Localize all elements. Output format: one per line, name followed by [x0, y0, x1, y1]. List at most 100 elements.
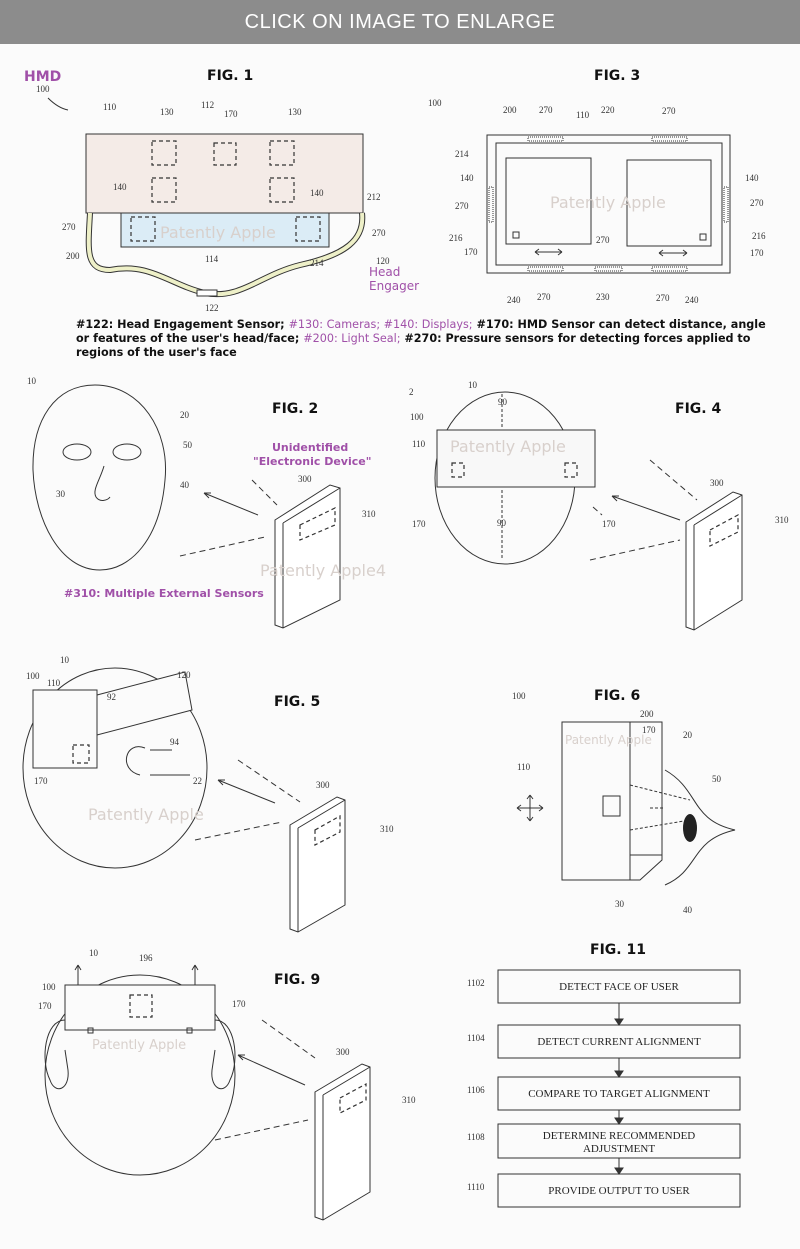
ref: 200 — [640, 709, 654, 719]
device-edge — [693, 494, 743, 630]
fig5: FIG. 5 Patently Apple 10 100 110 120 92 … — [22, 655, 394, 933]
ref: 140 — [745, 173, 759, 183]
ref: 170 — [464, 247, 478, 257]
sensor-field-line — [589, 539, 681, 561]
ref: 100 — [410, 412, 424, 422]
sensor-170 — [72, 744, 90, 764]
ref: 100 — [512, 691, 526, 701]
fig2-title: FIG. 2 — [272, 401, 318, 417]
sensor-170 — [451, 462, 465, 478]
ref: 270 — [596, 235, 610, 245]
pressure-sensors-270 — [488, 136, 729, 272]
eye-50 — [664, 769, 736, 886]
ref: 120 — [177, 670, 191, 680]
ref: 110 — [576, 110, 590, 120]
head-strap-120 — [96, 671, 193, 736]
ear-22 — [125, 746, 146, 776]
ref: 310 — [402, 1095, 416, 1105]
ref: 110 — [47, 678, 61, 688]
step-number: 1106 — [467, 1085, 485, 1095]
ref: 270 — [372, 228, 386, 238]
ref: 310 — [775, 515, 789, 525]
light-seal-inner — [495, 142, 723, 266]
sensor-170 — [699, 233, 707, 241]
ref: 170 — [224, 109, 238, 119]
ref: 300 — [336, 1047, 350, 1057]
ref: 110 — [103, 102, 117, 112]
eye — [62, 443, 92, 461]
sensor-field-line — [194, 821, 283, 841]
sensor-field-line — [261, 1019, 316, 1059]
caption-200: #200: Light Seal; — [303, 332, 401, 345]
fig4-title: FIG. 4 — [675, 401, 721, 417]
sensor-170 — [213, 142, 237, 166]
head-engagement-sensor — [196, 289, 218, 297]
direction-arrow-icon — [611, 495, 681, 521]
nose — [94, 465, 111, 501]
watermark: Patently Apple — [550, 193, 666, 212]
ref: 270 — [750, 198, 764, 208]
pressure-sensor-270 — [130, 216, 156, 242]
flow-step-1110: PROVIDE OUTPUT TO USER 1110 — [467, 1173, 741, 1208]
direction-arrow-icon — [237, 1054, 306, 1086]
display-140 — [151, 177, 177, 203]
external-sensors-310 — [709, 513, 739, 547]
sensor-170 — [602, 795, 621, 817]
ref: 230 — [596, 292, 610, 302]
caption-170: #170: HMD Sensor can detect distance, an… — [76, 318, 766, 345]
ref: 50 — [183, 440, 193, 450]
sensor-170 — [186, 1027, 193, 1034]
sensor-field — [629, 784, 691, 831]
ref: 270 — [656, 293, 670, 303]
fig2: FIG. 2 Patently Apple4 Unidentified "Ele… — [27, 376, 386, 629]
ref: 140 — [310, 188, 324, 198]
sensor-170 — [87, 1027, 94, 1034]
ref: 120 — [376, 256, 390, 266]
external-sensors-310 — [339, 1082, 367, 1114]
left-hand — [44, 1019, 69, 1090]
watermark: Patently Apple4 — [260, 561, 386, 580]
ref: 216 — [752, 231, 766, 241]
hmd-110 — [561, 721, 631, 881]
flow-step-1102: DETECT FACE OF USER 1102 — [467, 969, 741, 1004]
sensors-note: #310: Multiple External Sensors — [64, 587, 264, 600]
fig3: FIG. 3 Patently Apple 100 200 270 220 11… — [428, 68, 766, 305]
sensor-field-line — [649, 459, 698, 501]
ref: 216 — [449, 233, 463, 243]
camera-130 — [269, 140, 295, 166]
head-engager-label: Head — [369, 265, 400, 279]
ref: 10 — [27, 376, 37, 386]
ref: 300 — [710, 478, 724, 488]
ref: 240 — [507, 295, 521, 305]
camera-130 — [151, 140, 177, 166]
step-text: DETECT FACE OF USER — [559, 981, 679, 993]
ref: 270 — [662, 106, 676, 116]
hmd-100 — [64, 984, 216, 1031]
ref: 170 — [412, 519, 426, 529]
fig4: FIG. 4 Patently Apple 2 10 90 100 110 90… — [409, 380, 789, 631]
hmd-label: HMD — [24, 69, 61, 85]
electronic-device-300 — [289, 796, 346, 933]
pupil — [683, 814, 697, 842]
ref: 170 — [642, 725, 656, 735]
electronic-device-300 — [314, 1063, 371, 1221]
flow-step-1108: DETERMINE RECOMMENDED ADJUSTMENT 1108 — [467, 1123, 741, 1159]
move-arrows-icon — [516, 794, 544, 822]
watermark: Patently Apple — [160, 223, 276, 242]
ref: 10 — [60, 655, 70, 665]
ref: 100 — [42, 982, 56, 992]
ref: 220 — [601, 105, 615, 115]
device-edge — [322, 1066, 371, 1220]
enlarge-banner[interactable]: CLICK ON IMAGE TO ENLARGE — [0, 0, 800, 44]
ref: 170 — [38, 1001, 52, 1011]
device-label: "Electronic Device" — [253, 455, 371, 468]
caption-270: #270: Pressure sensors for detecting for… — [76, 332, 751, 359]
ref: 40 — [683, 905, 693, 915]
ref: 110 — [517, 762, 531, 772]
step-text: PROVIDE OUTPUT TO USER — [548, 1185, 690, 1197]
ref: 130 — [288, 107, 302, 117]
ref: 90 — [498, 397, 508, 407]
ref: 270 — [62, 222, 76, 232]
